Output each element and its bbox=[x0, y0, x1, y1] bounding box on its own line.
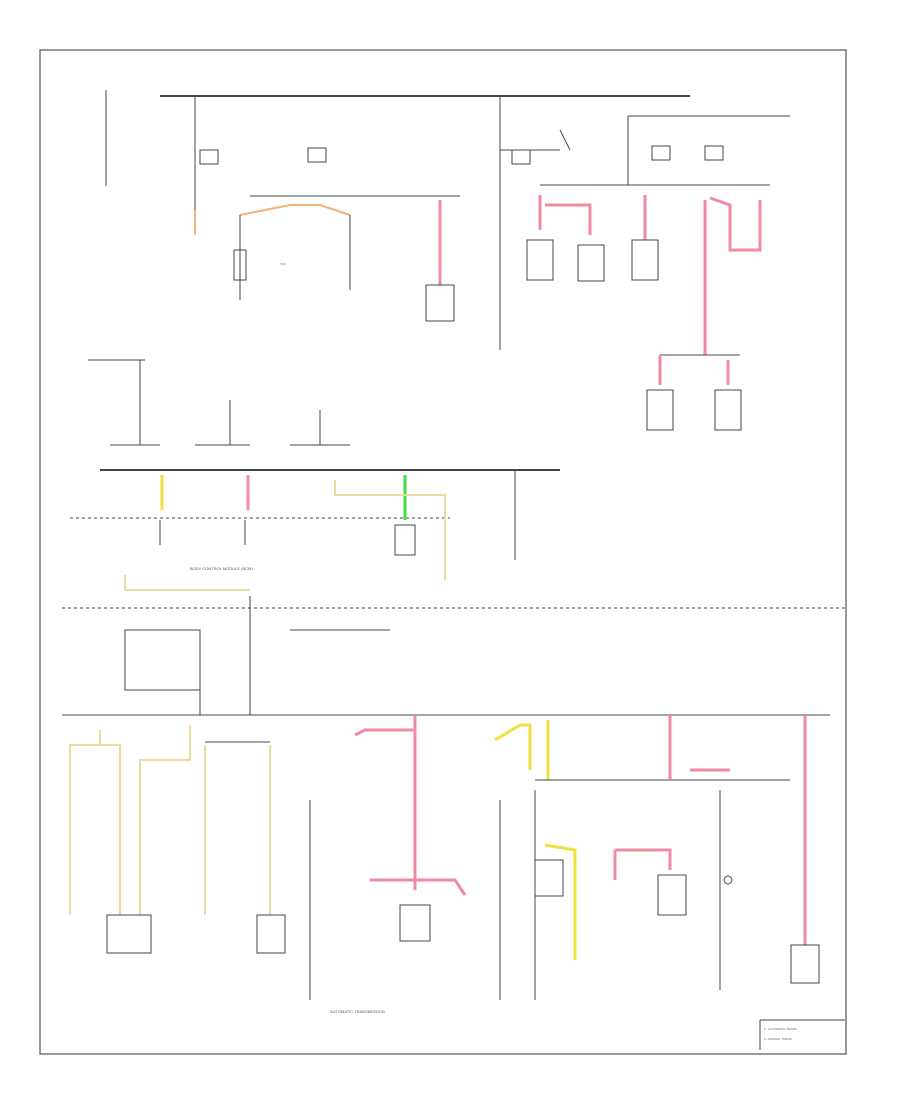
lower-section: AUTOMATIC TRANSMISSION 1 - AUTOMATIC TRA… bbox=[62, 596, 846, 1050]
legend-item-2: 2 - MANUAL TRANS bbox=[764, 1037, 792, 1041]
svg-text:TCC: TCC bbox=[280, 262, 287, 266]
bcm-section: BODY CONTROL MODULE (BCM) bbox=[70, 469, 560, 591]
bcm-section-label: BODY CONTROL MODULE (BCM) bbox=[190, 566, 253, 571]
legend-item-1: 1 - AUTOMATIC TRANS bbox=[764, 1027, 797, 1031]
auto-trans-label: AUTOMATIC TRANSMISSION bbox=[330, 1009, 385, 1014]
diagram-frame bbox=[39, 49, 847, 1055]
top-power-distribution: TCC bbox=[88, 90, 790, 446]
